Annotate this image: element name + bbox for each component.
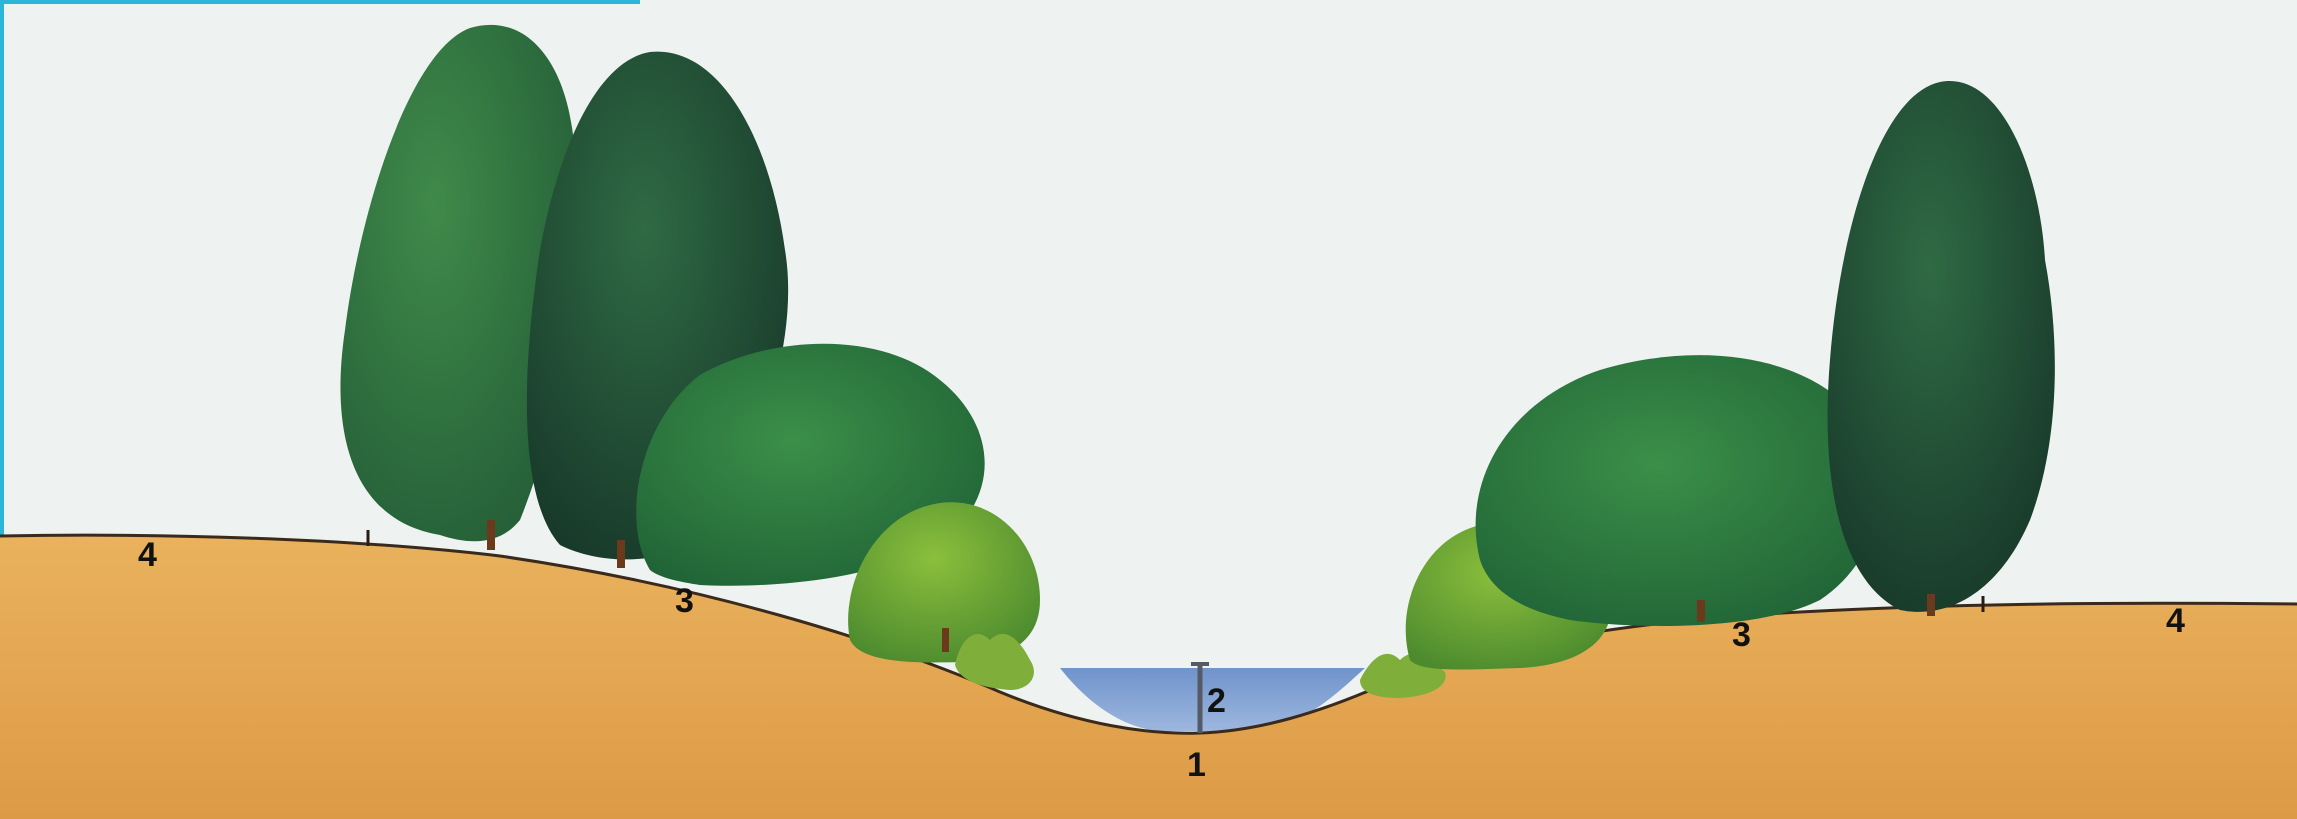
label-river-bed: 1 [1187,746,1206,784]
left-light-shrub-trunk [942,628,949,652]
left-tall-tree-trunk [487,520,495,550]
label-left-bank: 3 [675,582,694,620]
left-dark-tree-trunk [617,540,625,568]
right-tall-tree-trunk [1927,594,1935,616]
label-right-bank: 3 [1732,616,1751,654]
label-right-outer: 4 [2166,602,2185,640]
right-round-tree-trunk [1697,600,1705,622]
frame-top-edge [0,0,640,4]
label-left-outer: 4 [138,536,157,574]
label-water-depth: 2 [1207,682,1226,720]
